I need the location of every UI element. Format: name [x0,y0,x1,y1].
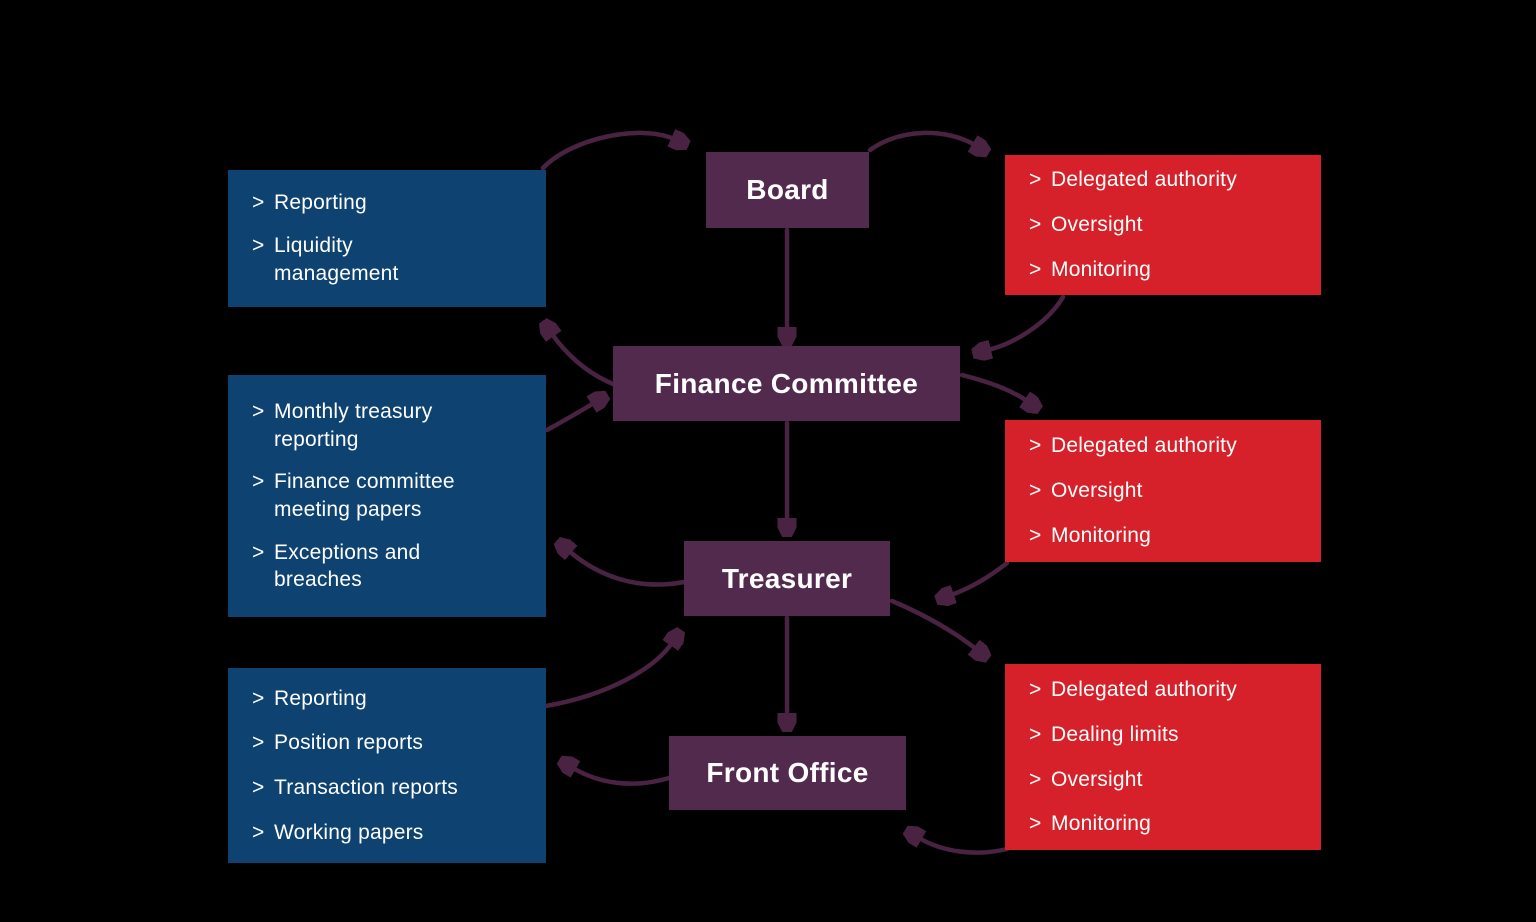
list-item-text: Reporting [274,191,367,215]
list-item-text: Liquidity management [274,234,399,285]
list-item-text: Working papers [274,820,424,844]
report-box-bottom: > Reporting > Position reports > Transac… [228,668,546,863]
bullet-chevron: > [1029,434,1042,458]
bullet-chevron: > [252,540,265,564]
list-item: > Oversight [1029,766,1303,794]
bullet-chevron: > [1029,678,1042,702]
list-item: > Delegated authority [1029,166,1303,194]
list-item: > Delegated authority [1029,676,1303,704]
list-item-text: Reporting [274,686,367,710]
list-item: > Transaction reports [252,774,528,802]
node-label: Treasurer [721,562,853,594]
list-item-text: Delegated authority [1051,434,1237,458]
node-treasurer: Treasurer [684,541,890,616]
list-item: > Dealing limits [1029,721,1303,749]
list-item-text: Monitoring [1051,812,1152,836]
bullet-chevron: > [1029,257,1042,281]
list-item-text: Position reports [274,731,424,755]
list-item-text: Transaction reports [274,776,458,799]
bullet-chevron: > [252,470,265,494]
report-box-top: > Reporting > Liquidity management [228,170,546,307]
arrow-report-bottom-to-treasurer [543,643,672,709]
bullet-chevron: > [1029,812,1042,836]
list-item-text: Delegated authority [1051,678,1237,702]
bullet-chevron: > [1029,213,1042,237]
bullet-chevron: > [252,399,265,423]
node-board: Board [706,152,869,228]
authority-box-middle: > Delegated authority > Oversight > Moni… [1005,420,1321,562]
authority-box-bottom: > Delegated authority > Dealing limits >… [1005,664,1321,850]
list-item: > Reporting [252,685,528,713]
bullet-chevron: > [252,731,265,755]
node-label: Finance Committee [654,367,919,399]
list-item: > Oversight [1029,477,1303,505]
list-item-text: Oversight [1051,213,1143,237]
list-item: > Monthly treasury reporting [252,398,528,453]
bullet-chevron: > [252,191,265,215]
list-item: > Delegated authority [1029,432,1303,460]
list-item-text: Dealing limits [1051,722,1179,746]
list-item: > Monitoring [1029,522,1303,550]
list-item: > Finance committee meeting papers [252,468,528,523]
list-item: > Monitoring [1029,256,1303,284]
arrow-board-to-authority-top [867,130,975,150]
list-item-text: Monitoring [1051,257,1152,281]
arrow-authority-middle-to-treasurer [951,560,1010,595]
arrow-authority-bottom-to-front-office [919,838,1010,855]
bullet-chevron: > [252,234,265,258]
node-label: Board [746,174,829,205]
list-item: > Oversight [1029,211,1303,239]
list-item: > Reporting [252,189,528,217]
list-item-text: Monitoring [1051,523,1152,547]
authority-box-top: > Delegated authority > Oversight > Moni… [1005,155,1321,295]
bullet-chevron: > [252,776,265,799]
list-item: > Exceptions and breaches [252,539,528,594]
list-item: > Monitoring [1029,810,1303,838]
arrow-finance-committee-to-report-top [552,334,616,387]
list-item-text: Finance committee meeting papers [274,470,455,521]
arrow-treasurer-to-report-middle [569,551,687,587]
list-item: > Liquidity management [252,232,528,287]
list-item: > Position reports [252,729,528,757]
bullet-chevron: > [1029,722,1042,746]
list-item-text: Oversight [1051,767,1143,791]
node-label: Front Office [706,757,869,788]
arrow-authority-top-to-finance-committee [988,294,1066,350]
bullet-chevron: > [1029,523,1042,547]
arrow-report-middle-to-finance-committee [544,403,594,433]
bullet-chevron: > [252,686,265,710]
list-item: > Working papers [252,819,528,847]
arrow-front-office-to-report-bottom [573,768,672,786]
node-finance-committee: Finance Committee [613,346,960,421]
arrow-report-top-to-board [540,133,674,171]
bullet-chevron: > [1029,767,1042,791]
bullet-chevron: > [1029,168,1042,192]
list-item-text: Monthly treasury reporting [274,399,433,451]
list-item-text: Oversight [1051,479,1143,503]
bullet-chevron: > [1029,479,1042,503]
report-box-middle: > Monthly treasury reporting > Finance c… [228,375,546,617]
arrow-treasurer-to-authority-bottom [889,598,976,649]
list-item-text: Exceptions and breaches [274,540,421,592]
node-front-office: Front Office [669,736,906,810]
arrow-finance-committee-to-authority-middle [959,372,1027,401]
list-item-text: Delegated authority [1051,168,1237,192]
bullet-chevron: > [252,820,265,844]
